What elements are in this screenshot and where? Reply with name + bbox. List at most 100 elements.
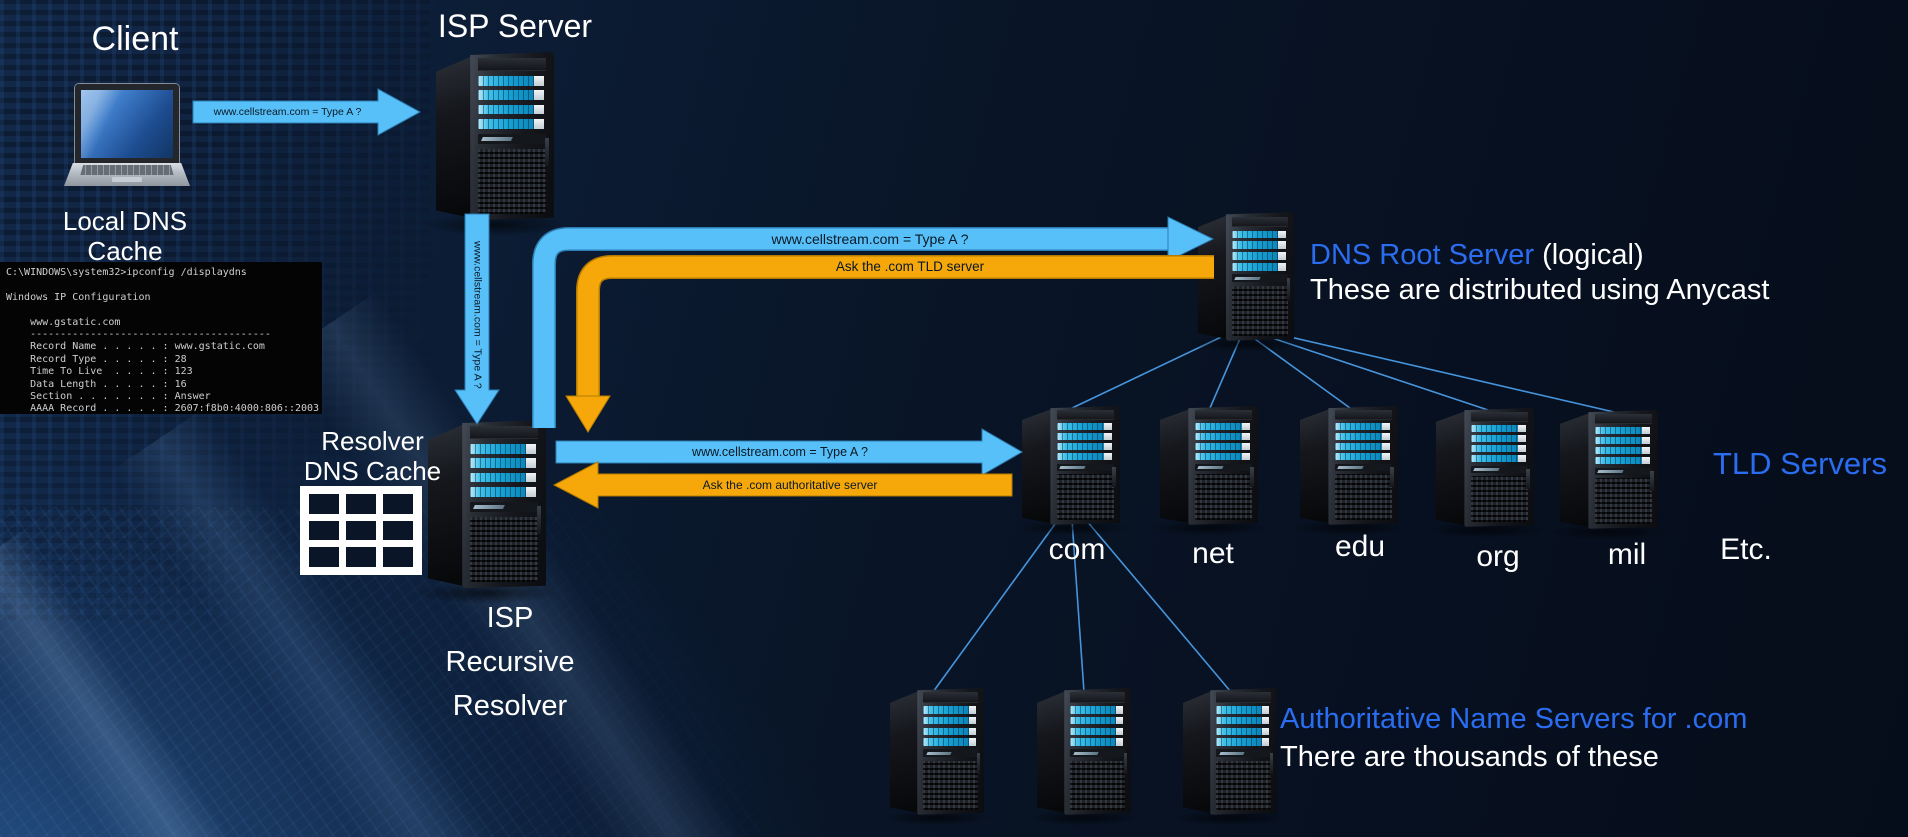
drive-bay-icon [1334, 423, 1391, 431]
server-grille [1070, 760, 1125, 810]
tld-servers-group-label: TLD Servers [1713, 446, 1887, 481]
server-optical-drive [1216, 692, 1271, 703]
server-tld-mil [1548, 410, 1670, 540]
server-side-panel [1436, 410, 1468, 526]
server-brand-badge [1334, 463, 1392, 471]
drive-bay-icon [1470, 455, 1527, 463]
server-ports [1250, 466, 1254, 487]
arrow-label-resolver-to-com: www.cellstream.com = Type A ? [692, 445, 868, 459]
server-drive-bays [1334, 423, 1391, 461]
server-optical-drive [477, 57, 547, 72]
client-title: Client [91, 20, 179, 58]
server-drive-bays [1070, 706, 1124, 747]
terminal-line: Time To Live . . . . : 123 [6, 366, 193, 378]
terminal-line: Record Type . . . . . : 28 [6, 353, 187, 365]
server-optical-drive [1194, 410, 1252, 420]
server-optical-drive [1594, 414, 1652, 424]
tld-label-net: net [1192, 537, 1234, 570]
drive-bay-icon [477, 90, 545, 101]
server-brand-badge [1194, 463, 1252, 471]
resolver-cache-line1: Resolver [321, 426, 424, 456]
line-com-to-auth1 [932, 519, 1059, 693]
server-resolver [413, 420, 561, 604]
terminal-line: Section . . . . . . . : Answer [6, 391, 211, 403]
cache-grid-cell [383, 494, 413, 514]
server-optical-drive [469, 425, 539, 440]
drive-bay-icon [923, 727, 977, 736]
server-shadow [413, 581, 561, 604]
server-grille [1231, 285, 1288, 336]
arrow-label-resolver-to-root: www.cellstream.com = Type A ? [771, 231, 969, 247]
arrow-com-to-resolver [552, 461, 1013, 509]
laptop-screen [75, 84, 179, 164]
drive-bay-icon [1194, 453, 1251, 461]
drive-bay-icon [1594, 437, 1651, 445]
cache-grid-cell [346, 547, 376, 567]
resolver-caption-line3: Resolver [452, 690, 568, 722]
server-side-panel [1183, 690, 1214, 814]
server-drive-bays [477, 76, 545, 129]
server-shadow [1171, 809, 1289, 827]
drive-bay-icon [1231, 252, 1287, 260]
server-brand-badge [1594, 467, 1652, 475]
arrow-label-com-to-resolver: Ask the .com authoritative server [702, 478, 878, 492]
terminal-line: Windows IP Configuration [6, 291, 151, 303]
server-drive-bays [1216, 706, 1270, 747]
drive-bay-icon [1231, 230, 1287, 239]
root-server-title-suffix: (logical) [1534, 239, 1644, 271]
server-front-panel [1225, 212, 1294, 341]
server-shadow [1186, 335, 1306, 353]
server-side-panel [890, 690, 921, 814]
arrow-resolver-to-root-head [1167, 216, 1215, 262]
line-root-to-mil [1259, 329, 1615, 413]
server-ports [544, 137, 549, 167]
cache-grid-cell [309, 547, 339, 567]
drive-bay-icon [1231, 262, 1287, 271]
arrow-label-client-to-isp: www.cellstream.com = Type A ? [213, 106, 362, 118]
server-ports [536, 505, 541, 535]
drive-bay-icon [1594, 457, 1651, 465]
server-auth-2 [1025, 688, 1143, 827]
drive-bay-icon [1194, 423, 1251, 431]
drive-bay-icon [477, 76, 545, 87]
drive-bay-icon [1070, 738, 1124, 747]
isp-server-title: ISP Server [437, 8, 593, 44]
server-grille [1470, 476, 1528, 523]
server-brand-badge [1231, 274, 1288, 283]
server-optical-drive [1056, 410, 1114, 420]
tld-label-edu: edu [1334, 530, 1386, 563]
drive-bay-icon [477, 104, 545, 115]
drive-bay-icon [1334, 433, 1391, 441]
server-grille [1594, 478, 1652, 525]
tld-label-mil: mil [1607, 538, 1647, 571]
server-side-panel [1037, 690, 1068, 814]
drive-bay-icon [1470, 445, 1527, 453]
server-front-panel [1464, 408, 1534, 527]
drive-bay-icon [1070, 727, 1124, 736]
arrow-root-to-resolver [577, 256, 1214, 398]
drive-bay-icon [1070, 706, 1124, 715]
server-drive-bays [1594, 427, 1651, 465]
server-drive-bays [1194, 423, 1251, 461]
server-ports [1390, 466, 1394, 487]
server-brand-badge [923, 749, 978, 758]
server-brand-badge [1056, 463, 1114, 471]
server-tld-com [1010, 406, 1132, 536]
drive-bay-icon [469, 472, 537, 483]
server-drive-bays [923, 706, 977, 747]
drive-bay-icon [1216, 727, 1270, 736]
server-shadow [421, 213, 569, 236]
server-shadow [1288, 520, 1410, 536]
root-server-title-blue: DNS Root Server [1310, 239, 1535, 271]
server-side-panel [1560, 412, 1592, 528]
laptop-touchpad [111, 177, 143, 182]
server-front-panel [1050, 406, 1120, 525]
authoritative-title: Authoritative Name Servers for .com [1280, 703, 1748, 735]
server-optical-drive [1231, 216, 1288, 227]
server-drive-bays [1231, 230, 1287, 271]
drive-bay-icon [469, 444, 537, 455]
arrow-label-root-to-resolver: Ask the .com TLD server [835, 259, 985, 274]
drive-bay-icon [1056, 423, 1113, 431]
server-tld-org [1424, 408, 1546, 538]
arrow-resolver-to-root [533, 228, 1168, 428]
